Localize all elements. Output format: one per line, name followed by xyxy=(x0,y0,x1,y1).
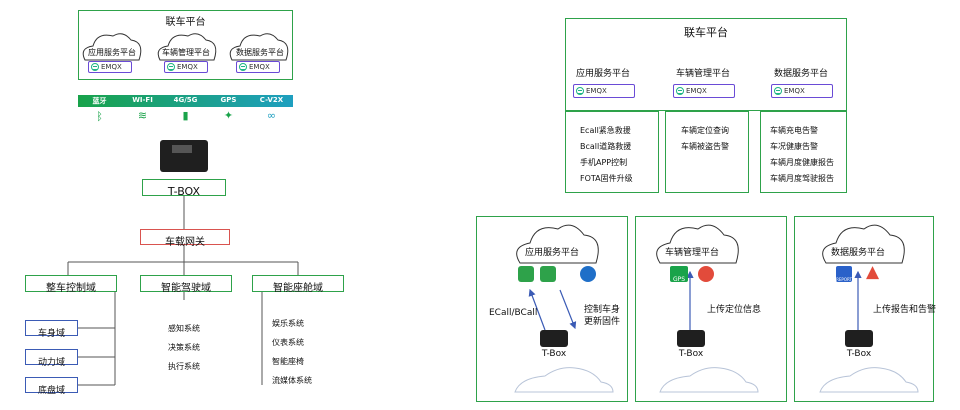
theft-alarm-icon xyxy=(698,266,714,282)
domain-control-box: 整车控制域 xyxy=(25,275,117,294)
tbox-label: T-BOX xyxy=(167,185,201,198)
rb-app-tbox-image xyxy=(540,330,568,347)
driving-system-item: 决策系统 xyxy=(168,343,200,352)
domain-cockpit-label: 智能座舱域 xyxy=(273,283,323,294)
cockpit-system-item: 娱乐系统 xyxy=(272,319,304,328)
rt-mgmt-feature: 车辆被盗告警 xyxy=(681,142,729,151)
rb-app-right-note-1: 控制车身 xyxy=(584,305,621,315)
rb-mgmt-note: 上传定位信息 xyxy=(707,305,762,315)
conn-4g5g-label: 4G/5G xyxy=(173,96,198,104)
car-outlines xyxy=(514,367,919,393)
rt-app-feature: 手机APP控制 xyxy=(580,158,628,167)
conn-cv2x-label: C-V2X xyxy=(259,96,284,104)
rt-cloud-app-emqx: EMQX xyxy=(573,84,635,98)
driving-system-item: 感知系统 xyxy=(168,324,200,333)
rb-cloud-mgmt-label: 车辆管理平台 xyxy=(664,248,719,258)
rt-data-feature: 车辆月度健康报告 xyxy=(770,158,834,167)
conn-bluetooth-label: 蓝牙 xyxy=(92,97,107,105)
cockpit-system-item: 智能座椅 xyxy=(272,357,304,366)
subdomain-body-box: 车身域 xyxy=(25,320,78,339)
emqx-icon xyxy=(576,87,584,95)
cockpit-system-item: 仪表系统 xyxy=(272,338,304,347)
domain-control-label: 整车控制域 xyxy=(46,283,96,294)
left-platform-title: 联车平台 xyxy=(165,17,206,28)
subdomain-power-label: 动力域 xyxy=(37,358,65,368)
left-cloud-mgmt-label: 车辆管理平台 xyxy=(162,48,210,57)
subdomain-chassis-box: 底盘域 xyxy=(25,377,78,396)
rb-cloud-app-label: 应用服务平台 xyxy=(524,248,579,258)
wifi-icon: ≋ xyxy=(137,109,148,122)
driving-system-item: 执行系统 xyxy=(168,362,200,371)
left-cloud-mgmt-emqx: EMQX xyxy=(164,61,208,73)
rt-cloud-data-label: 数据服务平台 xyxy=(773,69,828,79)
rb-mgmt-tbox-image xyxy=(677,330,705,347)
rb-panel-data xyxy=(794,216,934,402)
emqx-icon xyxy=(774,87,782,95)
bluetooth-icon: ᛒ xyxy=(96,110,103,123)
rb-mgmt-device-label: T-Box xyxy=(678,349,704,359)
subdomain-body-label: 车身域 xyxy=(37,329,65,339)
rt-cloud-mgmt-label: 车辆管理平台 xyxy=(675,69,730,79)
left-cloud-data-label: 数据服务平台 xyxy=(236,48,284,57)
gateway-label: 车载网关 xyxy=(165,237,205,248)
emqx-icon xyxy=(91,63,99,71)
rb-data-note: 上传报告和告警 xyxy=(873,305,937,315)
rb-app-device-label: T-Box xyxy=(541,349,567,359)
rt-app-features-box xyxy=(565,111,659,193)
rb-panel-mgmt xyxy=(635,216,787,402)
v2x-link-icon: ∞ xyxy=(266,109,277,122)
emqx-icon xyxy=(676,87,684,95)
rt-data-feature: 车辆充电告警 xyxy=(770,126,818,135)
connectivity-band: 蓝牙 WI-FI 4G/5G GPS C-V2X ᛒ ≋ ▮ ✦ ∞ xyxy=(78,95,293,127)
rb-app-left-note: ECall/BCall xyxy=(489,308,538,318)
conn-gps-label: GPS xyxy=(220,96,237,104)
rt-data-features-box xyxy=(760,111,847,193)
rt-data-feature: 车辆月度驾驶报告 xyxy=(770,174,834,183)
rb-data-tbox-image xyxy=(845,330,873,347)
warning-icon: ▲ xyxy=(866,262,880,282)
rt-cloud-data-emqx: EMQX xyxy=(771,84,833,98)
rt-mgmt-feature: 车辆定位查询 xyxy=(681,126,729,135)
rt-cloud-mgmt-emqx: EMQX xyxy=(673,84,735,98)
emqx-icon xyxy=(167,63,175,71)
subdomain-chassis-label: 底盘域 xyxy=(37,386,65,396)
emqx-icon xyxy=(239,63,247,71)
rb-app-right-note-2: 更新固件 xyxy=(584,317,621,327)
satellite-icon: ✦ xyxy=(223,109,234,122)
domain-driving-box: 智能驾驶域 xyxy=(140,275,232,294)
cockpit-system-item: 流媒体系统 xyxy=(272,376,312,385)
tbox-device-port xyxy=(172,145,192,153)
rb-cloud-data-label: 数据服务平台 xyxy=(830,248,885,258)
rb-panel-app xyxy=(476,216,628,402)
rt-data-feature: 车况健康告警 xyxy=(770,142,818,151)
left-cloud-app-emqx: EMQX xyxy=(88,61,132,73)
rb-data-device-label: T-Box xyxy=(846,349,872,359)
left-cloud-app xyxy=(82,33,142,61)
subdomain-power-box: 动力域 xyxy=(25,349,78,368)
tbox-label-box: T-BOX xyxy=(142,179,226,198)
left-cloud-data-emqx: EMQX xyxy=(236,61,280,73)
sos-icon xyxy=(540,266,556,282)
rt-cloud-app-label: 应用服务平台 xyxy=(575,69,630,79)
rb-clouds xyxy=(516,224,905,264)
rt-mgmt-features-box xyxy=(665,111,749,193)
signal-bars-icon: ▮ xyxy=(182,109,189,122)
left-cloud-app-label: 应用服务平台 xyxy=(88,48,136,57)
rt-platform-title: 联车平台 xyxy=(684,26,728,39)
rt-app-feature: Bcall道路救援 xyxy=(580,142,632,151)
rt-app-feature: FOTA固件升级 xyxy=(580,174,633,183)
phone-call-icon xyxy=(518,266,534,282)
left-cloud-data xyxy=(229,33,289,61)
gps-icon: GPS xyxy=(670,266,688,283)
gateway-box: 车载网关 xyxy=(140,229,230,248)
conn-wifi-label: WI-FI xyxy=(132,96,153,104)
rt-app-feature: Ecall紧急救援 xyxy=(580,126,631,135)
update-icon xyxy=(580,266,596,282)
domain-cockpit-box: 智能座舱域 xyxy=(252,275,344,294)
domain-driving-label: 智能驾驶域 xyxy=(161,283,211,294)
report-icon: REPORT xyxy=(836,266,852,282)
left-cloud-mgmt xyxy=(157,33,217,61)
